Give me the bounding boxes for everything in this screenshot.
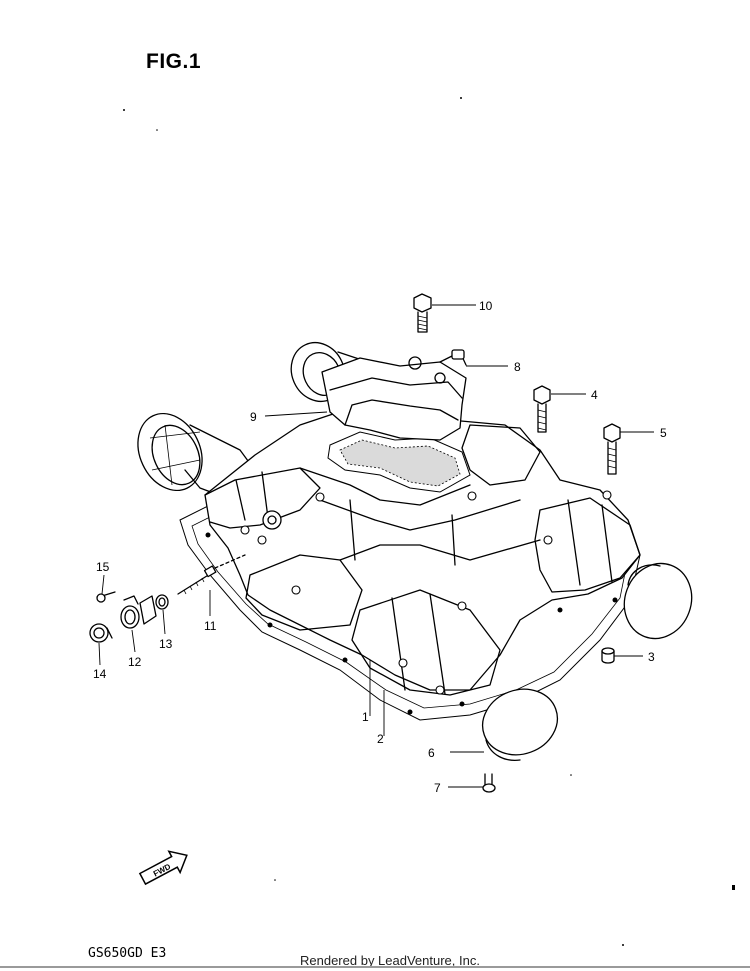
screw-15 <box>96 591 116 603</box>
fwd-arrow: FWD <box>138 850 188 886</box>
bolt-5 <box>603 423 621 475</box>
callout-2: 2 <box>377 732 384 746</box>
tach-drive-gear-11 <box>177 554 246 595</box>
callout-10: 10 <box>479 299 493 313</box>
leader-lines <box>98 304 654 788</box>
callout-3: 3 <box>648 650 655 664</box>
figure-title: FIG.1 <box>146 50 202 73</box>
breather-gasket <box>327 431 471 493</box>
oil-seal-13 <box>155 594 169 610</box>
callout-8: 8 <box>514 360 521 374</box>
callout-numbers: 10 8 4 5 3 6 7 9 1 2 11 13 12 15 14 <box>93 299 667 795</box>
tach-bushing-12 <box>120 595 157 629</box>
plug-14 <box>89 623 113 643</box>
callout-6: 6 <box>428 746 435 760</box>
callout-13: 13 <box>159 637 173 651</box>
scan-specks <box>123 97 735 946</box>
callout-11: 11 <box>204 619 217 633</box>
footer-divider <box>0 966 750 968</box>
bolt-10 <box>413 293 432 333</box>
dowel-pin-3 <box>601 647 615 664</box>
callout-14: 14 <box>93 667 107 681</box>
right-end-cap <box>623 562 693 640</box>
breather-cover <box>321 349 467 441</box>
bolt-4 <box>533 385 551 433</box>
footer-credit: Rendered by LeadVenture, Inc. <box>300 953 480 968</box>
model-code: GS650GD E3 <box>88 946 167 961</box>
callout-15: 15 <box>96 560 110 574</box>
callout-1: 1 <box>362 710 369 724</box>
callout-9: 9 <box>250 410 257 424</box>
callout-5: 5 <box>660 426 667 440</box>
end-cap-6 <box>482 688 558 761</box>
screw-7 <box>482 773 496 793</box>
callout-7: 7 <box>434 781 441 795</box>
camshaft-housing <box>204 409 641 696</box>
callout-4: 4 <box>591 388 598 402</box>
callout-12: 12 <box>128 655 142 669</box>
